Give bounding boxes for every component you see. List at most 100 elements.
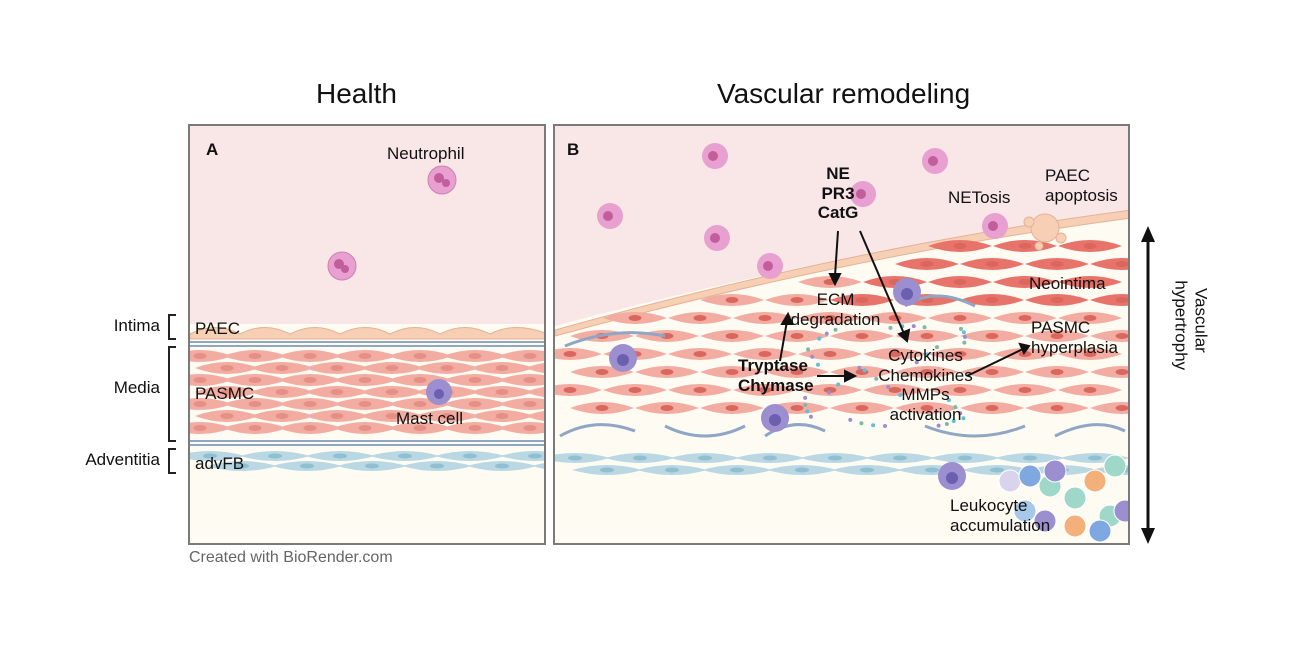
cytokine-dot [862, 368, 867, 373]
fibroblast [190, 451, 245, 461]
panel-vascular-remodeling: B NE PR3 CatG NETosis PAEC apoptosis Neo… [553, 124, 1130, 545]
label-tryptase-chymase: Tryptase Chymase [738, 356, 814, 395]
smooth-muscle-cell [1090, 402, 1128, 414]
label-neointima: Neointima [1029, 274, 1106, 293]
label-ecm-degradation: ECM degradation [790, 290, 881, 329]
leukocyte-icon [1063, 514, 1087, 538]
label-pr3: PR3 [821, 183, 855, 203]
smooth-muscle-cell [525, 387, 544, 397]
cytokine-dot [886, 385, 891, 390]
cytokine-dot [944, 422, 949, 427]
label-cytokines: Cytokines Chemokines MMPs activation [878, 346, 973, 424]
cytokine-dot [911, 324, 916, 329]
neutrophil-icon [427, 165, 457, 195]
fibroblast [532, 463, 544, 469]
smooth-muscle-cell [498, 398, 544, 410]
cytokine-dot [871, 423, 876, 428]
cytokine-dot [815, 362, 820, 367]
smooth-muscle-cell [498, 350, 544, 362]
fibroblast [500, 451, 544, 461]
title-health: Health [316, 78, 397, 109]
cytokine-dot [958, 411, 963, 416]
bracket-intima [168, 314, 176, 340]
leukocyte-icon [1043, 459, 1067, 483]
cytokine-dot [922, 325, 927, 330]
cytokine-dot [806, 347, 811, 352]
cytokine-dot [961, 416, 966, 421]
smooth-muscle-cell [1090, 258, 1128, 270]
cytokine-dot [953, 405, 958, 410]
cytokine-dot [951, 419, 956, 424]
cytokine-dot [936, 423, 941, 428]
fibroblast [555, 453, 610, 463]
cytokine-dot [946, 398, 951, 403]
bracket-adventitia [168, 448, 176, 474]
apoptotic-cell-icon [1023, 213, 1067, 251]
cytokine-dot [962, 340, 967, 345]
title-vascular-remodeling: Vascular remodeling [717, 78, 971, 109]
credit-text: Created with BioRender.com [189, 549, 393, 566]
label-leukocyte-accumulation: Leukocyte accumulation [950, 496, 1051, 535]
leukocyte-icon [1088, 519, 1112, 543]
cytokine-dot [836, 382, 841, 387]
mast-cell-icon [426, 379, 452, 405]
arrows [779, 230, 1031, 383]
mast-cell-icon [609, 344, 637, 372]
label-pasmc: PASMC [195, 384, 255, 403]
mast-cell-icon [761, 404, 789, 432]
cytokine-dot [958, 326, 963, 331]
label-advfb: advFB [195, 454, 245, 473]
bracket-media [168, 346, 176, 442]
leukocyte-icon [1083, 469, 1107, 493]
cytokine-dot [914, 360, 919, 365]
smooth-muscle-cell [498, 422, 544, 434]
cytokine-dot [859, 421, 864, 426]
label-pasmc-hyperplasia: PASMC hyperplasia [1031, 318, 1118, 357]
smooth-muscle-cell [1090, 366, 1128, 378]
label-media: Media [113, 378, 160, 397]
mast-cell-icon [938, 462, 966, 490]
panel-a-illustration [190, 126, 544, 471]
cytokine-dot [808, 414, 813, 419]
cytokine-dot [874, 376, 879, 381]
cytokine-dot [805, 409, 810, 414]
cytokine-dot [803, 403, 808, 408]
smooth-muscle-cell [525, 363, 544, 373]
label-ne: NE [826, 164, 850, 183]
smooth-muscle-cells [555, 240, 1128, 414]
smooth-muscle-cell [1090, 294, 1128, 306]
smooth-muscle-cell [555, 384, 602, 396]
label-catg: CatG [817, 203, 859, 223]
cytokine-dot [827, 390, 832, 395]
leukocyte-icon [1113, 499, 1128, 523]
label-intima: Intima [113, 316, 160, 335]
cytokine-dot [934, 345, 939, 350]
label-netosis: NETosis [948, 188, 1011, 207]
leukocytes [998, 454, 1128, 543]
label-mast-cell: Mast cell [396, 409, 464, 428]
cytokine-dot [898, 392, 903, 397]
endothelial-layer [190, 327, 544, 340]
cytokine-dot [961, 330, 966, 335]
label-paec-apoptosis: PAEC apoptosis [1045, 166, 1118, 205]
cytokine-dot [824, 331, 829, 336]
panel-b-letter: B [567, 140, 580, 159]
leukocyte-icon [1033, 509, 1057, 533]
leukocyte-icon [1063, 486, 1087, 510]
mast-cell-icon [893, 278, 921, 306]
label-vascular-hypertrophy: Vascular hypertrophy [1171, 280, 1211, 371]
cytokine-dot [810, 354, 815, 359]
label-adventitia: Adventitia [85, 450, 160, 469]
neutrophils [597, 143, 1008, 279]
smooth-muscle-cell [525, 411, 544, 421]
leukocyte-icon [1018, 464, 1042, 488]
cytokine-dot [848, 417, 853, 422]
cytokine-dot [803, 395, 808, 400]
smooth-muscle-cell [1090, 330, 1128, 342]
label-paec: PAEC [195, 319, 241, 338]
fibroblasts [190, 451, 544, 471]
cytokine-dot [883, 424, 887, 428]
cytokine-dot [857, 365, 862, 370]
cytokine-particles [803, 324, 967, 428]
leukocyte-icon [1013, 499, 1037, 523]
